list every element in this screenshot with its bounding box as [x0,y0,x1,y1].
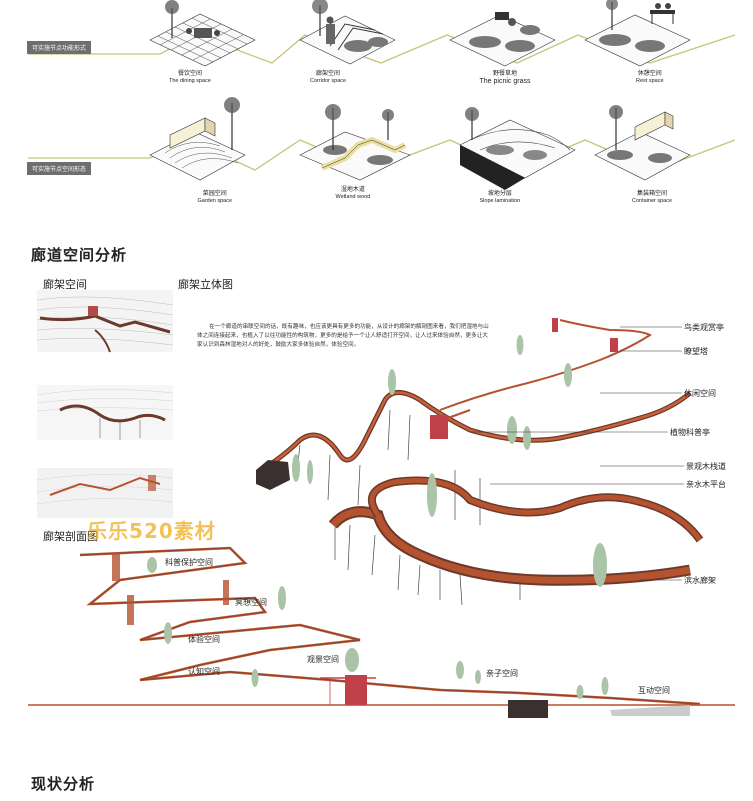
corridor-plan-title: 廊架空间 [43,278,87,291]
garden-space-sketch [149,97,246,181]
callout-plant-pavilion: 植物科普亭 [670,428,710,437]
section-label-meditation: 冥想空间 [235,598,267,607]
status-section-title: 现状分析 [31,775,96,793]
callout-boardwalk: 景观木栈道 [686,462,726,471]
dining-space-sketch [149,0,256,67]
plant-science-pavilion-shape [430,415,448,439]
callout-watchtower: 瞭望塔 [684,347,708,356]
black-pavilion-shape [256,460,290,490]
section-label-viewing: 观景空间 [307,655,339,664]
corridor-3d-title: 廊架立体图 [178,278,233,291]
rest-space-sketch [584,0,691,67]
wetland-wood-sketch [299,104,411,181]
row-label-function: 可实施节点功能形式 [27,41,92,54]
human-figures [147,335,609,699]
callout-leader-lines [470,326,684,581]
corridor-3d-thumbnail [36,385,174,440]
row-label-form: 可实施节点空间形态 [27,162,92,175]
corridor-plan-thumbnail [36,290,174,353]
callout-leisure-space: 休闲空间 [684,389,716,398]
corridor-section-thumbnail [36,468,174,518]
viewing-pavilion-shape [320,675,376,705]
section-label-science: 科普保护空间 [165,558,213,567]
callout-waterfront-deck: 亲水木平台 [686,480,726,489]
corridor-section-diagram [28,546,735,718]
callout-bird-pavilion: 鸟类观赏亭 [684,323,724,332]
watermark-text: 乐乐520素材 [87,519,216,543]
corridor-description-paragraph: 在一个廊道的串联空间的话，既有趣味，也应该更具有更多的功能，从设计的廊架的解剖图… [197,324,489,349]
picnic-grass-sketch [449,12,556,67]
callout-waterfront-corridor: 滨水廊架 [684,576,716,585]
section-label-family: 亲子空间 [486,669,518,678]
corridor-section-subtitle: 廊架剖面图 [43,530,98,543]
section-label-cognition: 认知空间 [188,667,220,676]
container-space-sketch [594,105,691,181]
corridor-section-title: 廊道空间分析 [31,246,128,264]
section-label-interactive: 互动空间 [638,686,670,695]
corridor-space-sketch [299,0,396,65]
section-label-experience: 体验空间 [188,635,220,644]
slope-lamination-sketch [459,107,576,190]
corridor-3d-perspective [256,318,704,606]
